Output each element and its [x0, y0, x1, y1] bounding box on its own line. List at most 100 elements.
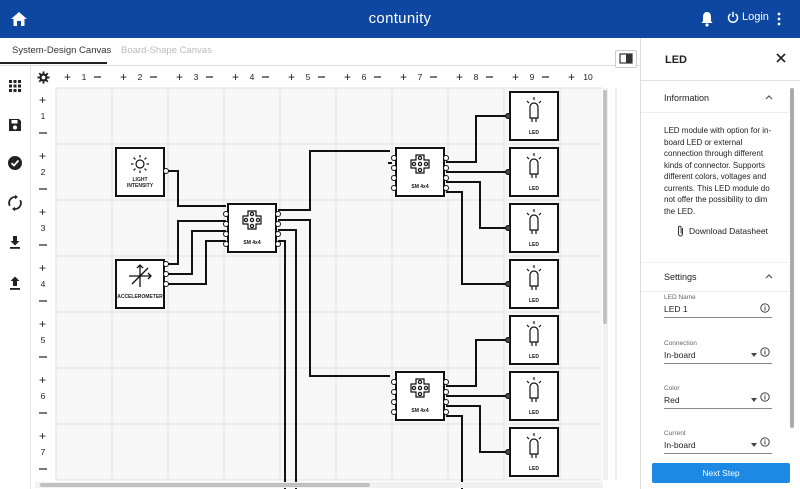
- add-column-button[interactable]: +: [176, 70, 183, 84]
- add-column-button[interactable]: +: [568, 70, 575, 84]
- led-name-input[interactable]: LED 1: [664, 301, 772, 318]
- module-sm-4x4[interactable]: SM 4x4: [223, 203, 281, 253]
- module-led[interactable]: LED: [505, 371, 559, 421]
- grid-settings-icon[interactable]: [37, 71, 50, 84]
- module-led[interactable]: LED: [505, 147, 559, 197]
- upload-icon[interactable]: [6, 274, 24, 292]
- input-pin[interactable]: [505, 449, 511, 455]
- add-column-button[interactable]: +: [512, 70, 519, 84]
- module-sm-4x4[interactable]: SM 4x4: [391, 147, 449, 197]
- panel-toggle-button[interactable]: [615, 50, 637, 68]
- tab-board-shape[interactable]: Board-Shape Canvas: [121, 45, 212, 56]
- module-light-intensity[interactable]: LIGHT INTENSITY: [112, 147, 169, 197]
- add-column-button[interactable]: +: [232, 70, 239, 84]
- input-pin[interactable]: [505, 169, 511, 175]
- output-pin[interactable]: [443, 155, 449, 161]
- input-pin[interactable]: [223, 241, 229, 247]
- system-design-canvas[interactable]: +1+2+3+4+5+6+7+8+9+10 +1+2+3+4+5+6+7: [0, 0, 640, 489]
- input-pin[interactable]: [223, 221, 229, 227]
- info-icon[interactable]: [760, 437, 770, 447]
- output-pin[interactable]: [443, 409, 449, 415]
- download-icon[interactable]: [6, 233, 24, 251]
- module-led[interactable]: LED: [505, 91, 559, 141]
- input-pin[interactable]: [505, 393, 511, 399]
- add-column-button[interactable]: +: [344, 70, 351, 84]
- home-icon[interactable]: [10, 10, 28, 28]
- add-column-button[interactable]: +: [120, 70, 127, 84]
- add-row-button[interactable]: +: [39, 429, 46, 443]
- module-led[interactable]: LED: [505, 203, 559, 253]
- add-row-button[interactable]: +: [39, 149, 46, 163]
- output-pin[interactable]: [443, 165, 449, 171]
- info-icon[interactable]: [760, 303, 770, 313]
- apps-icon[interactable]: [6, 77, 24, 95]
- close-icon[interactable]: [775, 52, 787, 64]
- module-accelerometer[interactable]: ACCELEROMETER: [112, 259, 169, 309]
- output-pin[interactable]: [443, 185, 449, 191]
- add-row-button[interactable]: +: [39, 205, 46, 219]
- tab-system-design[interactable]: System-Design Canvas: [12, 45, 112, 56]
- connection-select[interactable]: Connection In-board: [664, 340, 772, 364]
- input-pin[interactable]: [391, 409, 397, 415]
- add-row-button[interactable]: +: [39, 261, 46, 275]
- settings-heading: Settings: [664, 272, 697, 282]
- color-value[interactable]: Red: [664, 392, 772, 409]
- information-section-header[interactable]: Information: [641, 84, 789, 113]
- side-panel-icon: [619, 53, 633, 64]
- input-pin[interactable]: [391, 389, 397, 395]
- horizontal-scroll-thumb[interactable]: [40, 483, 370, 487]
- module-led[interactable]: LED: [505, 427, 559, 477]
- input-pin[interactable]: [391, 155, 397, 161]
- input-pin[interactable]: [223, 231, 229, 237]
- save-icon[interactable]: [6, 116, 24, 134]
- led-name-field[interactable]: LED Name LED 1: [664, 294, 772, 318]
- module-led[interactable]: LED: [505, 259, 559, 309]
- panel-scroll-thumb[interactable]: [790, 88, 794, 428]
- current-select[interactable]: Current In-board: [664, 430, 772, 454]
- module-led[interactable]: LED: [505, 315, 559, 365]
- output-pin[interactable]: [443, 389, 449, 395]
- add-row-button[interactable]: +: [39, 373, 46, 387]
- connection-value[interactable]: In-board: [664, 347, 772, 364]
- add-column-button[interactable]: +: [400, 70, 407, 84]
- sync-icon[interactable]: [6, 194, 24, 212]
- add-row-button[interactable]: +: [39, 317, 46, 331]
- input-pin[interactable]: [223, 211, 229, 217]
- check-circle-icon[interactable]: [6, 154, 24, 172]
- login-button[interactable]: Login: [727, 11, 769, 23]
- output-pin[interactable]: [275, 231, 281, 237]
- add-column-button[interactable]: +: [456, 70, 463, 84]
- input-pin[interactable]: [391, 175, 397, 181]
- download-datasheet-link[interactable]: Download Datasheet: [677, 225, 768, 237]
- input-pin[interactable]: [391, 165, 397, 171]
- add-column-button[interactable]: +: [288, 70, 295, 84]
- output-pin[interactable]: [443, 175, 449, 181]
- power-icon: [727, 11, 739, 23]
- vertical-scroll-thumb[interactable]: [603, 90, 607, 324]
- current-value[interactable]: In-board: [664, 437, 772, 454]
- output-pin[interactable]: [275, 241, 281, 247]
- add-row-button[interactable]: +: [39, 93, 46, 107]
- field-label: Current: [664, 430, 686, 437]
- next-step-button[interactable]: Next Step: [652, 463, 790, 483]
- output-pin[interactable]: [275, 211, 281, 217]
- more-vert-icon[interactable]: [775, 11, 783, 27]
- info-icon[interactable]: [760, 347, 770, 357]
- info-icon[interactable]: [760, 392, 770, 402]
- bell-icon[interactable]: [700, 11, 714, 27]
- column-number: 10: [583, 72, 593, 82]
- settings-section-header[interactable]: Settings: [641, 262, 789, 292]
- input-pin[interactable]: [391, 379, 397, 385]
- input-pin[interactable]: [391, 185, 397, 191]
- input-pin[interactable]: [505, 225, 511, 231]
- input-pin[interactable]: [505, 113, 511, 119]
- input-pin[interactable]: [505, 337, 511, 343]
- add-column-button[interactable]: +: [64, 70, 71, 84]
- color-select[interactable]: Color Red: [664, 385, 772, 409]
- input-pin[interactable]: [391, 399, 397, 405]
- input-pin[interactable]: [505, 281, 511, 287]
- module-sm-4x4[interactable]: SM 4x4: [391, 371, 449, 421]
- output-pin[interactable]: [275, 221, 281, 227]
- output-pin[interactable]: [443, 399, 449, 405]
- output-pin[interactable]: [443, 379, 449, 385]
